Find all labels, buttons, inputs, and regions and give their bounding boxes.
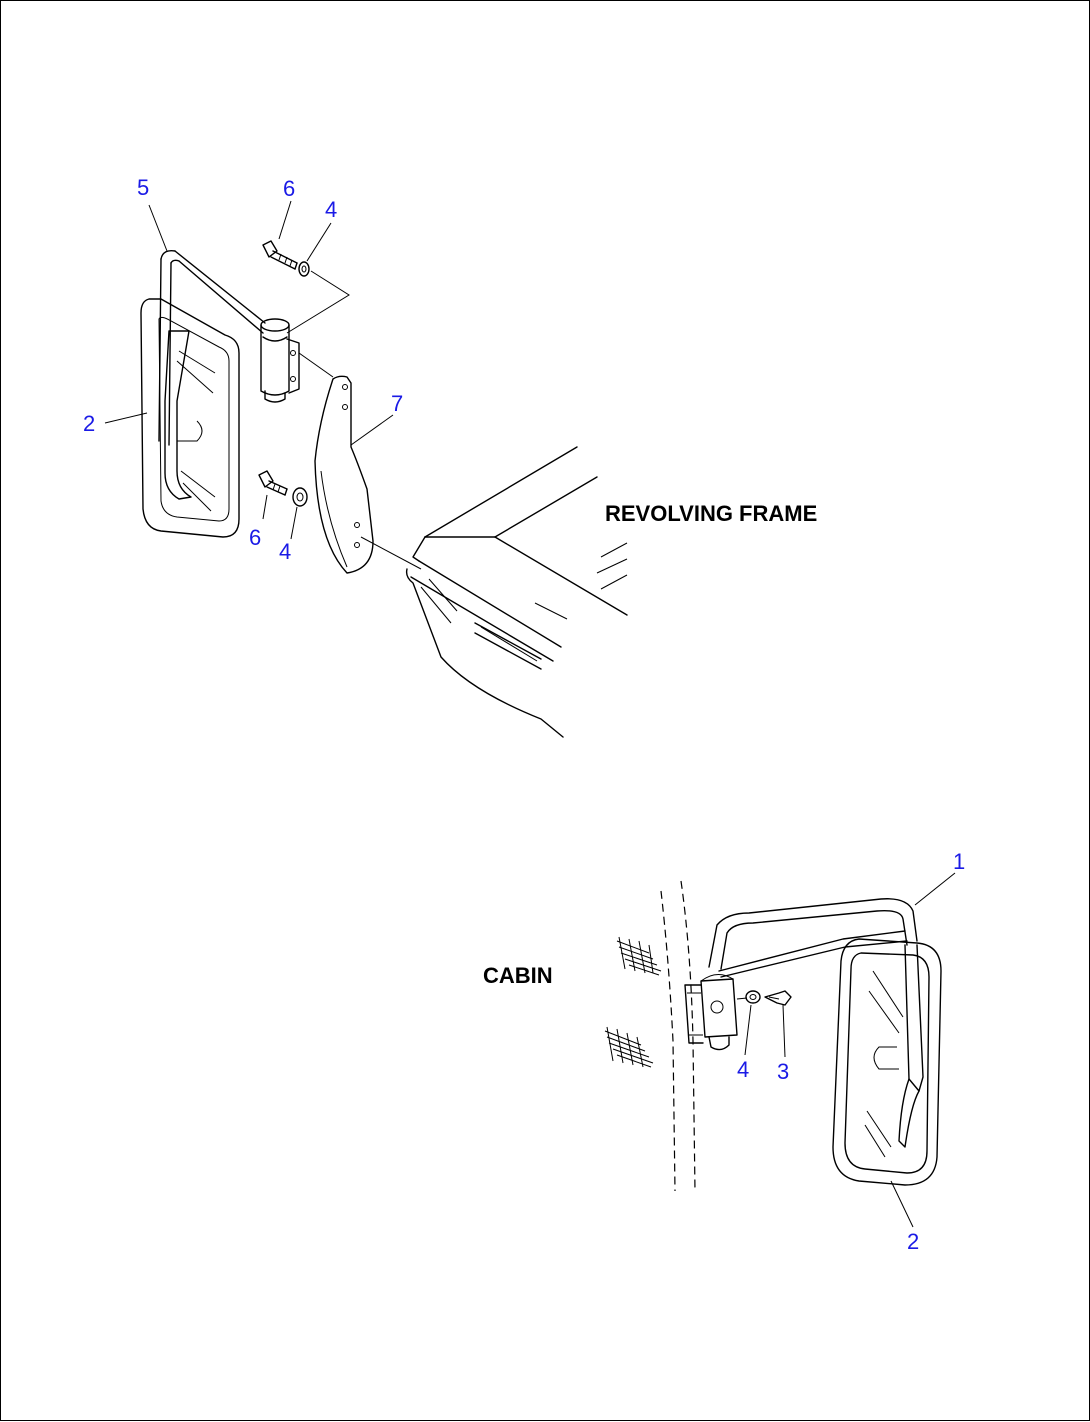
callout-top-washer-lower: 4	[279, 539, 291, 564]
cabin-label: CABIN	[483, 963, 553, 988]
bottom-mirror	[832, 938, 942, 1186]
top-washer-upper	[298, 261, 310, 277]
callout-bottom-mirror: 2	[907, 1229, 919, 1254]
top-washer-lower	[292, 487, 308, 507]
callout-top-mirror: 2	[83, 411, 95, 436]
top-mirror-bracket	[158, 249, 300, 500]
callout-bottom-mirror-bracket: 1	[953, 849, 965, 874]
top-bolt-lower	[258, 470, 288, 496]
top-mirror	[140, 298, 240, 538]
callout-top-bolt-upper: 6	[283, 176, 295, 201]
bottom-bolt	[764, 990, 792, 1006]
bottom-washer	[745, 990, 761, 1004]
cabin-outline	[604, 880, 696, 1192]
callout-bottom-bolt: 3	[777, 1059, 789, 1084]
top-plate	[314, 375, 374, 574]
revolving-frame-label: REVOLVING FRAME	[605, 501, 817, 526]
callout-top-mirror-bracket: 5	[137, 175, 149, 200]
bottom-mirror-bracket	[684, 898, 918, 1051]
callout-bottom-washer: 4	[737, 1057, 749, 1082]
callout-top-bolt-lower: 6	[249, 525, 261, 550]
callout-top-plate: 7	[391, 391, 403, 416]
revolving-frame-outline	[405, 446, 628, 738]
top-bolt-upper	[262, 240, 298, 270]
callout-top-washer-upper: 4	[325, 197, 337, 222]
